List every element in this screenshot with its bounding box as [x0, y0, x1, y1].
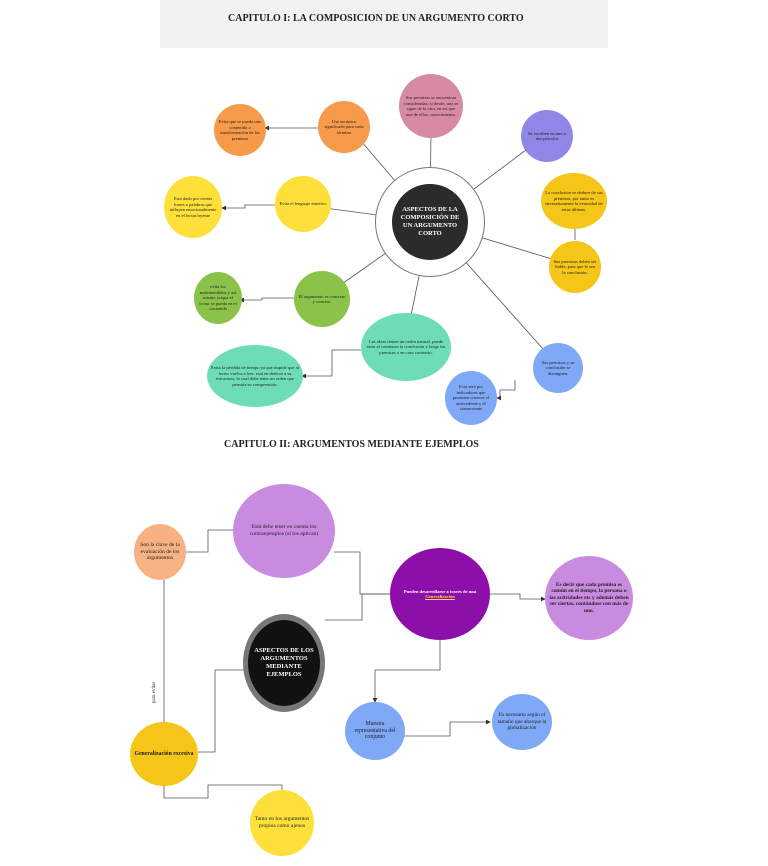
- node-avoid-transformation: Evita que se pueda uno contenido o trans…: [214, 104, 266, 156]
- node-representative-sample: Muestra representativa del conjunto: [345, 702, 405, 760]
- node-single-meaning: Use un único significado para cada térmi…: [318, 101, 370, 153]
- center-node-composition: ASPECTOS DE LA COMPOSICIÓN DE UN ARGUMEN…: [392, 184, 468, 260]
- node-own-arguments: Tanto en los argumentos propios como aje…: [250, 790, 314, 856]
- node-indicators: Esto será por indicadores que permiten c…: [445, 371, 497, 425]
- node-excessive-generalization: Generalización excesiva: [130, 722, 198, 786]
- node-concrete-concise: El argumento es concreto y conciso.: [294, 271, 350, 327]
- chapter1-title: CAPITULO I: LA COMPOSICION DE UN ARGUMEN…: [228, 13, 524, 24]
- node-reliable-premises: Sus premisas deben ser fiable, para que …: [549, 241, 601, 293]
- node-counterexamples: Está debe tener en cuenta los contraejem…: [233, 484, 335, 578]
- node-avoid-time-loss: Evita la pérdida de tiempo ya que impide…: [207, 345, 303, 407]
- node-avoid-misunderstanding: evita los malentendidos y así mismo acep…: [194, 272, 242, 324]
- node-paragraphs: Se escriben en uno o dos párrafos: [521, 110, 573, 162]
- node-common-premise: Es decir que cada premisa es común en el…: [545, 556, 633, 640]
- node-sample-size: Es necesario según el tamaño que abarque…: [492, 694, 552, 750]
- header-band: [160, 0, 608, 48]
- center-node-examples: ASPECTOS DE LOS ARGUMENTOS MEDIANTE EJEM…: [248, 620, 320, 706]
- chapter2-title: CAPITULO II: ARGUMENTOS MEDIANTE EJEMPLO…: [224, 439, 479, 450]
- node-emotive-detail: Está dado por ciertas frases o palabras …: [164, 176, 222, 238]
- node-avoid-emotive: Evita el lenguaje emotivo: [275, 176, 331, 232]
- to-avoid-label: para evitar: [152, 681, 158, 704]
- node-premises-distinguished: Sus premisas y su conclusión se distingu…: [533, 343, 583, 393]
- node-evaluation-key: Son la clave de la evaluación de los arg…: [134, 524, 186, 580]
- node-natural-order: Las ideas tienen un orden natural, puede…: [361, 313, 451, 381]
- node-premises-considered: Sus premisas se encuentran consideradas;…: [399, 74, 463, 138]
- generalization-highlight: Generalización: [425, 594, 455, 599]
- node-conclusion-deduced: La conclusión se deduce de sus premisas,…: [541, 173, 607, 229]
